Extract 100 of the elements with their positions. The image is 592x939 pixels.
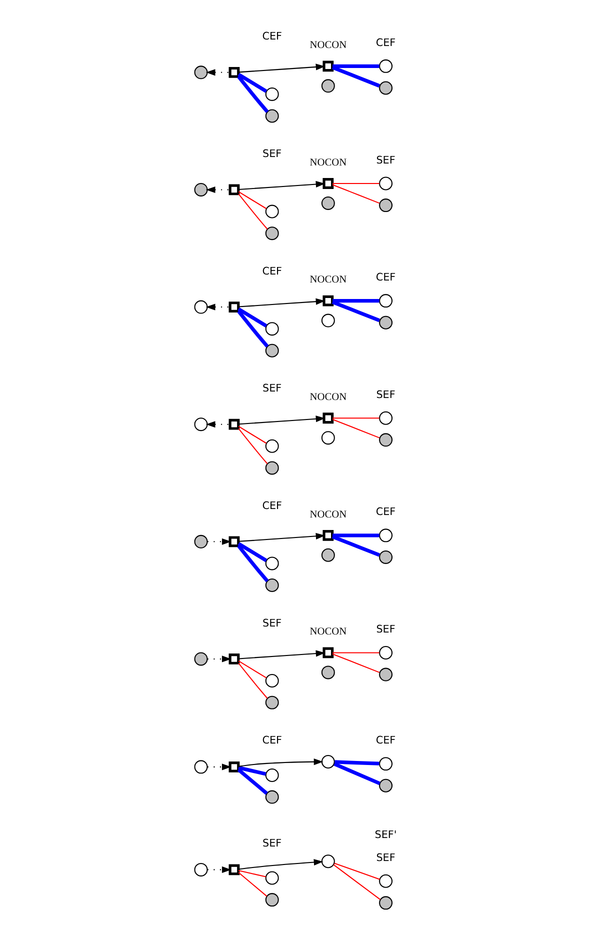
- node-circle: [320, 314, 334, 328]
- node-box: [228, 536, 240, 548]
- node-circle: [378, 528, 392, 542]
- node-circle: [320, 754, 334, 768]
- node-box: [228, 761, 240, 772]
- arrow: [238, 650, 325, 660]
- connector: [332, 418, 380, 438]
- node-circle: [320, 79, 334, 93]
- connector: [236, 544, 268, 582]
- node-circle: [194, 534, 208, 548]
- connector: [332, 652, 379, 654]
- node-circle: [378, 668, 392, 682]
- label: SEF: [376, 623, 395, 636]
- connector: [238, 766, 266, 776]
- node-circle: [264, 439, 278, 453]
- node-circle: [320, 548, 334, 562]
- connector: [236, 310, 268, 348]
- label: CEF: [375, 734, 396, 747]
- node-circle: [378, 294, 392, 308]
- connector: [332, 864, 380, 900]
- connector: [332, 534, 379, 538]
- label: NOCON: [309, 40, 346, 52]
- connector: [237, 542, 267, 562]
- node-box: [228, 864, 240, 876]
- label: SEF: [376, 852, 395, 864]
- node-circle: [378, 176, 392, 190]
- connector: [237, 72, 267, 93]
- label: NOCON: [309, 509, 346, 520]
- arrow: [238, 859, 323, 870]
- label: SEF: [376, 388, 395, 401]
- node-circle: [264, 696, 278, 710]
- node-circle: [194, 182, 208, 196]
- node-circle: [264, 578, 278, 592]
- connector: [334, 760, 379, 766]
- arrow: [238, 758, 323, 767]
- label: SEF: [262, 382, 282, 395]
- label: CEF: [262, 265, 282, 278]
- node-box: [322, 412, 334, 424]
- node-box: [322, 295, 334, 306]
- connector: [333, 762, 380, 786]
- node-circle: [378, 550, 392, 564]
- connector: [332, 64, 379, 68]
- connector: [331, 300, 380, 322]
- node-circle: [194, 760, 208, 774]
- arrow: [238, 298, 325, 308]
- connector: [237, 308, 267, 328]
- connector: [238, 194, 268, 230]
- node-circle: [378, 646, 392, 660]
- connector: [238, 428, 268, 464]
- arrow: [205, 421, 230, 428]
- arrow: [206, 538, 231, 545]
- connector: [238, 660, 266, 678]
- node-circle: [264, 461, 278, 475]
- connector: [332, 298, 379, 303]
- node-box: [228, 184, 240, 196]
- node-circle: [378, 81, 392, 95]
- node-circle: [320, 666, 334, 680]
- node-circle: [320, 196, 334, 210]
- connector: [332, 182, 379, 184]
- node-box: [322, 60, 334, 72]
- node-box: [322, 647, 334, 658]
- node-circle: [194, 300, 208, 314]
- connector: [238, 191, 266, 210]
- label: CEF: [262, 500, 282, 512]
- arrow: [238, 532, 325, 542]
- node-box: [228, 302, 240, 312]
- node-circle: [264, 204, 278, 218]
- node-box: [228, 654, 240, 664]
- connector: [332, 184, 380, 204]
- connector: [238, 872, 267, 897]
- label: SEF': [374, 829, 396, 842]
- connector: [238, 662, 268, 699]
- label: CEF: [375, 506, 396, 518]
- label: SEF: [262, 837, 282, 850]
- arrow: [238, 180, 325, 190]
- node-circle: [378, 757, 392, 771]
- node-circle: [378, 778, 392, 792]
- connector: [238, 426, 266, 444]
- arrow: [205, 186, 230, 193]
- label: NOCON: [309, 157, 346, 168]
- node-circle: [264, 768, 278, 782]
- node-circle: [194, 862, 208, 876]
- node-circle: [264, 322, 278, 336]
- node-box: [228, 66, 240, 78]
- connector: [332, 418, 379, 419]
- label: CEF: [375, 36, 396, 49]
- label: SEF: [262, 617, 282, 630]
- node-circle: [264, 87, 278, 101]
- connector: [236, 768, 268, 795]
- node-circle: [378, 59, 392, 73]
- label: CEF: [262, 734, 282, 747]
- node-circle: [264, 226, 278, 240]
- connector: [332, 654, 380, 673]
- node-circle: [194, 418, 208, 432]
- node-circle: [378, 433, 392, 447]
- node-circle: [264, 109, 278, 123]
- connector: [331, 66, 380, 88]
- label: CEF: [262, 30, 282, 43]
- node-circle: [320, 431, 334, 445]
- connector: [238, 870, 266, 878]
